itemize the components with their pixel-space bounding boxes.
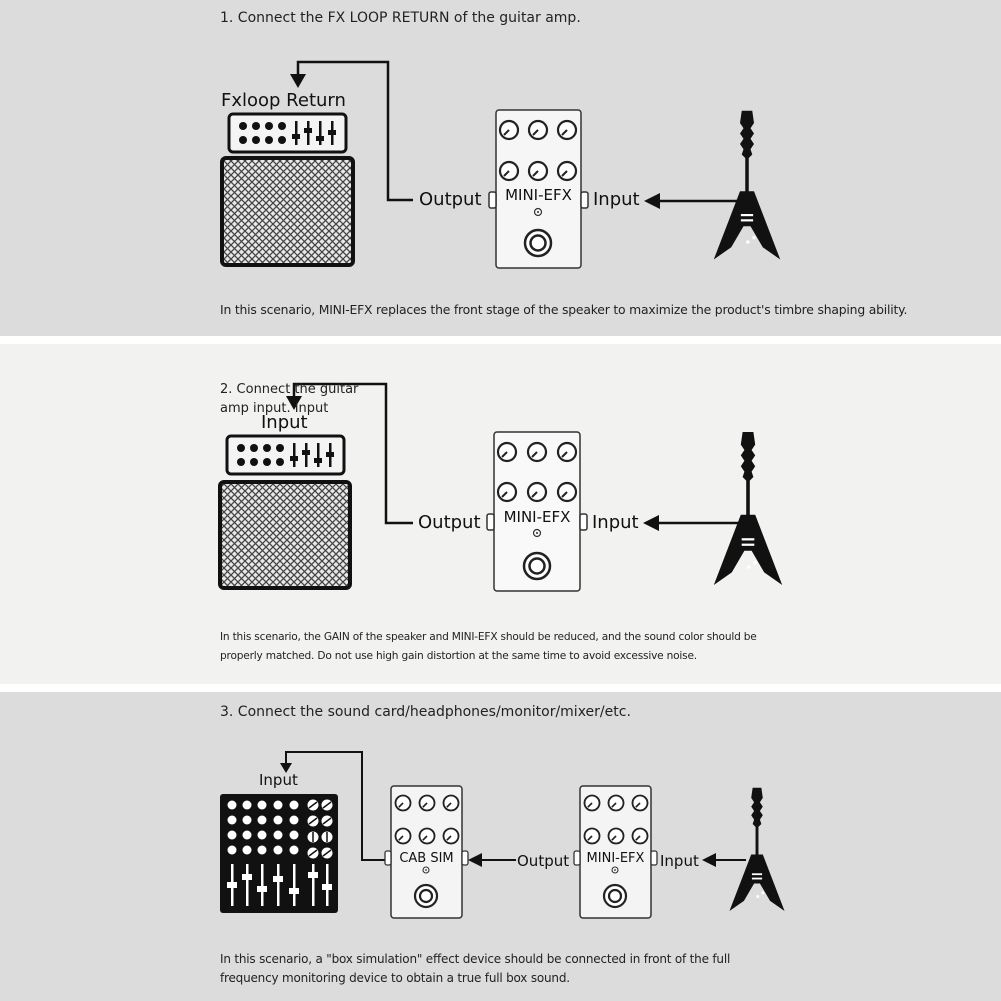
cable-from-guitar (702, 853, 746, 867)
amp-input-label: Input (261, 412, 308, 433)
scenario-3-caption-line-2: frequency monitoring device to obtain a … (220, 971, 570, 985)
cable-to-cab-sim (468, 853, 516, 867)
output-label: Output (419, 189, 482, 210)
arrow-icon (290, 74, 306, 88)
pedal-name-label: MINI-EFX (503, 508, 571, 526)
effects-pedal-icon (486, 431, 588, 592)
scenario-2-caption: In this scenario, the GAIN of the speake… (220, 628, 757, 666)
scenario-2-heading-line-2: amp input. Input (220, 401, 329, 416)
guitar-amp-icon (218, 434, 352, 590)
arrow-icon (286, 396, 302, 410)
amp-input-label: Fxloop Return (221, 90, 346, 111)
scenario-2-caption-line-1: In this scenario, the GAIN of the speake… (220, 631, 757, 643)
arrow-icon (643, 515, 659, 531)
scenario-3-caption: In this scenario, a "box simulation" eff… (220, 950, 730, 988)
scenario-3-diagram (220, 751, 785, 919)
input-label: Input (592, 512, 639, 533)
output-label: Output (517, 852, 570, 870)
pedal-name-label: MINI-EFX (586, 851, 645, 866)
mixer-console-icon (220, 794, 338, 913)
cab-sim-name-label: CAB SIM (399, 851, 454, 866)
electric-guitar-icon (729, 787, 785, 911)
input-label: Input (593, 189, 640, 210)
arrow-icon (702, 853, 716, 867)
scenario-2-caption-line-2: properly matched. Do not use high gain d… (220, 650, 697, 662)
scenario-3-panel: 3. Connect the sound card/headphones/mon… (0, 692, 1001, 1001)
arrow-icon (468, 853, 482, 867)
electric-guitar-icon (713, 110, 781, 260)
cab-sim-pedal-icon (384, 785, 469, 919)
cable-from-guitar (644, 193, 738, 209)
scenario-2-diagram (218, 382, 783, 592)
effects-pedal-icon (488, 109, 589, 269)
scenario-3-heading: 3. Connect the sound card/headphones/mon… (220, 704, 631, 720)
mixer-input-label: Input (259, 771, 298, 789)
input-label: Input (660, 852, 699, 870)
cable-to-amp (286, 382, 413, 525)
pedal-name-label: MINI-EFX (505, 186, 572, 204)
scenario-2-heading-line-1: 2. Connect the guitar (220, 382, 359, 397)
scenario-1-diagram (220, 60, 781, 269)
scenario-2-heading: 2. Connect the guitar amp input. Input (220, 380, 358, 418)
scenario-1-panel: 1. Connect the FX LOOP RETURN of the gui… (0, 0, 1001, 336)
electric-guitar-icon (713, 432, 783, 585)
output-label: Output (418, 512, 481, 533)
scenario-2-panel: 2. Connect the guitar amp input. Input I… (0, 344, 1001, 684)
cable-to-mixer (280, 751, 386, 861)
scenario-1-caption: In this scenario, MINI-EFX replaces the … (220, 302, 908, 317)
cable-from-guitar (643, 515, 740, 531)
effects-pedal-icon (573, 785, 658, 919)
scenario-3-caption-line-1: In this scenario, a "box simulation" eff… (220, 952, 731, 966)
cable-to-amp (290, 60, 413, 202)
arrow-icon (644, 193, 660, 209)
guitar-amp-icon (220, 112, 355, 267)
arrow-icon (280, 763, 292, 773)
scenario-1-heading: 1. Connect the FX LOOP RETURN of the gui… (220, 10, 581, 26)
